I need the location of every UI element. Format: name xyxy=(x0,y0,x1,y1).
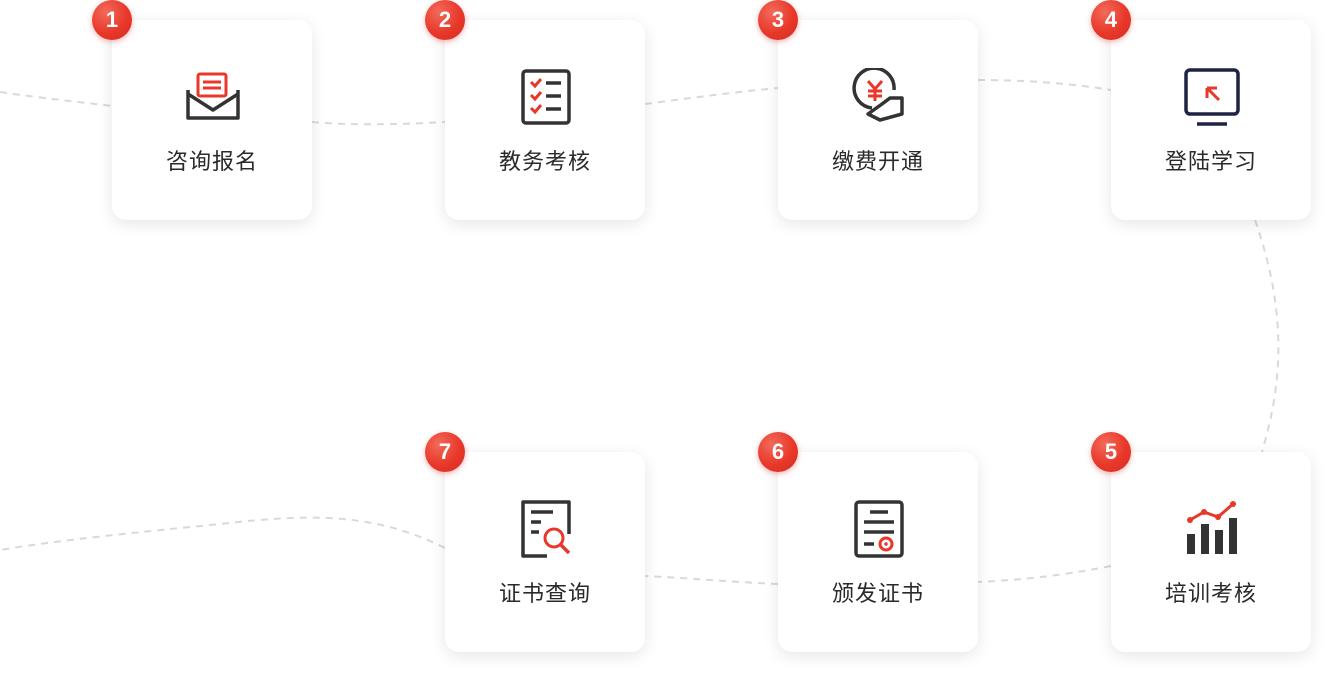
step-number-badge: 6 xyxy=(758,432,798,472)
step-card-1[interactable]: 1 咨询报名 xyxy=(92,0,312,220)
step-number-badge: 4 xyxy=(1091,0,1131,40)
step-card-6[interactable]: 6 颁发证书 xyxy=(758,432,978,652)
step-label: 培训考核 xyxy=(1164,582,1257,607)
step-label: 登陆学习 xyxy=(1164,150,1257,175)
envelope-icon xyxy=(184,68,242,126)
step-label: 教务考核 xyxy=(498,150,591,175)
step-number-badge: 2 xyxy=(425,0,465,40)
bar-chart-icon xyxy=(1183,500,1241,558)
step-label: 颁发证书 xyxy=(831,582,924,607)
step-number-badge: 1 xyxy=(92,0,132,40)
step-label: 证书查询 xyxy=(498,582,591,607)
step-card-7[interactable]: 7 证书查询 xyxy=(425,432,645,652)
certificate-icon xyxy=(850,500,908,558)
yuan-payment-icon xyxy=(850,68,908,126)
step-card-2[interactable]: 2 教务考核 xyxy=(425,0,645,220)
step-label: 咨询报名 xyxy=(165,150,258,175)
step-number-badge: 5 xyxy=(1091,432,1131,472)
monitor-login-icon xyxy=(1183,68,1241,126)
step-number-badge: 7 xyxy=(425,432,465,472)
step-card-4[interactable]: 4 登陆学习 xyxy=(1091,0,1311,220)
checklist-icon xyxy=(517,68,575,126)
document-search-icon xyxy=(517,500,575,558)
step-card-5[interactable]: 5 培训考核 xyxy=(1091,432,1311,652)
step-label: 缴费开通 xyxy=(831,150,924,175)
step-card-3[interactable]: 3 缴费开通 xyxy=(758,0,978,220)
step-number-badge: 3 xyxy=(758,0,798,40)
